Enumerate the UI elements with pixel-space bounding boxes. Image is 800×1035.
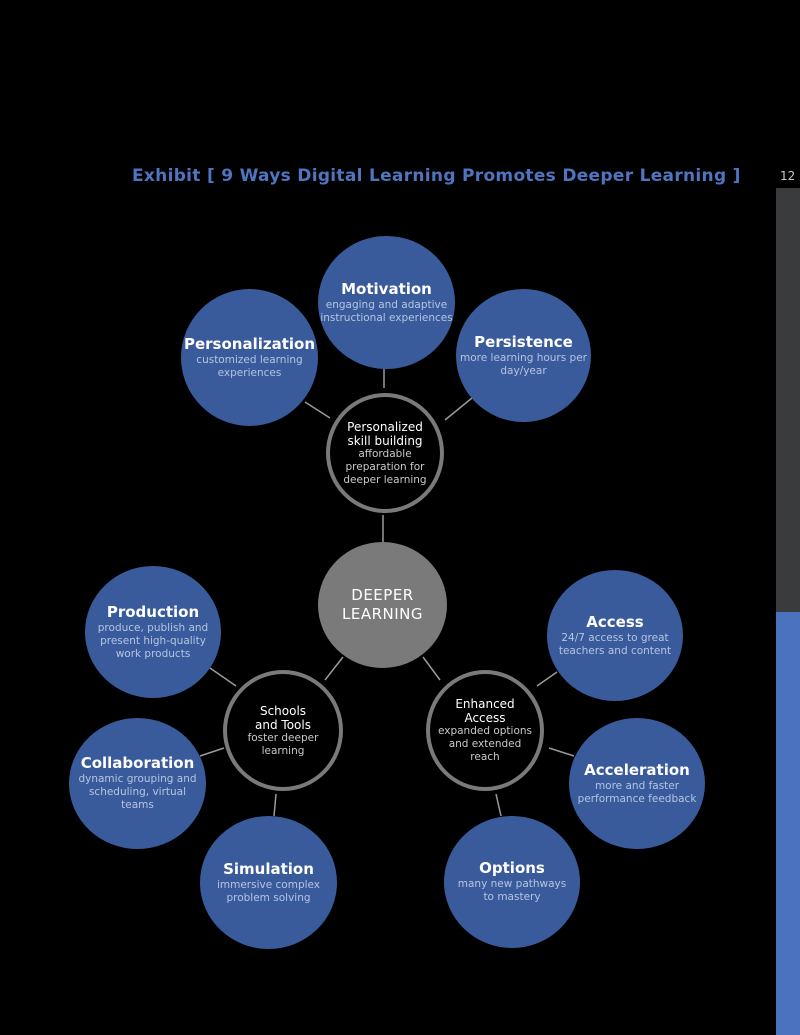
node-collaboration: Collaboration dynamic grouping and sched… xyxy=(69,718,206,849)
side-bar-bottom xyxy=(776,612,800,1035)
node-acceleration: Acceleration more and faster performance… xyxy=(569,718,705,849)
hub-description: foster deeper learning xyxy=(247,731,319,757)
node-description: 24/7 access to great teachers and conten… xyxy=(558,631,672,657)
node-heading: Production xyxy=(106,602,200,621)
exhibit-title: Exhibit [ 9 Ways Digital Learning Promot… xyxy=(132,166,741,186)
node-heading: Access xyxy=(586,612,644,631)
connector-personalization xyxy=(304,401,331,419)
hub-description: expanded options and extended reach xyxy=(437,725,533,763)
node-description: more learning hours per day/year xyxy=(459,351,587,377)
node-options: Options many new pathways to mastery xyxy=(444,816,580,948)
node-motivation: Motivation engaging and adaptive instruc… xyxy=(318,236,455,369)
connector-access xyxy=(536,671,558,687)
node-description: many new pathways to mastery xyxy=(457,878,567,903)
connector-persistence xyxy=(444,397,473,421)
node-access: Access 24/7 access to great teachers and… xyxy=(547,570,683,701)
side-bar-top xyxy=(776,188,800,612)
node-heading: Persistence xyxy=(474,332,573,351)
node-production: Production produce, publish and present … xyxy=(85,566,221,698)
node-description: engaging and adaptive instructional expe… xyxy=(320,298,453,324)
hub-heading: Schools and Tools xyxy=(255,703,311,732)
node-description: immersive complex problem solving xyxy=(216,878,321,904)
connector-center-access xyxy=(422,656,441,681)
node-simulation: Simulation immersive complex problem sol… xyxy=(200,816,337,949)
connector-production xyxy=(209,667,237,687)
node-heading: Acceleration xyxy=(584,760,690,779)
connector-collaboration xyxy=(199,747,225,757)
connector-acceleration xyxy=(548,747,575,757)
node-description: customized learning experiences xyxy=(196,353,303,379)
hub-personalized-skill-building: Personalized skill building affordable p… xyxy=(326,393,444,513)
node-description: dynamic grouping and scheduling, virtual… xyxy=(78,773,197,811)
connector-center-schools xyxy=(324,656,344,681)
node-heading: Simulation xyxy=(223,859,314,878)
hub-heading: Enhanced Access xyxy=(455,697,515,725)
hub-enhanced-access: Enhanced Access expanded options and ext… xyxy=(426,670,544,791)
connector-options xyxy=(495,793,502,817)
node-heading: Personalization xyxy=(183,334,316,353)
center-label: DEEPER LEARNING xyxy=(341,586,423,623)
node-heading: Collaboration xyxy=(80,754,195,772)
node-heading: Motivation xyxy=(341,279,432,298)
hub-description: affordable preparation for deeper learni… xyxy=(343,447,427,486)
node-heading: Options xyxy=(479,859,545,877)
node-persistence: Persistence more learning hours per day/… xyxy=(456,289,591,422)
center-deeper-learning: DEEPER LEARNING xyxy=(318,542,447,668)
hub-schools-and-tools: Schools and Tools foster deeper learning xyxy=(223,670,343,791)
node-description: more and faster performance feedback xyxy=(577,779,697,805)
connector-simulation xyxy=(273,793,277,817)
hub-heading: Personalized skill building xyxy=(347,419,423,448)
node-personalization: Personalization customized learning expe… xyxy=(181,289,318,426)
page-number: 12 xyxy=(780,169,796,183)
node-description: produce, publish and present high-qualit… xyxy=(97,621,209,660)
